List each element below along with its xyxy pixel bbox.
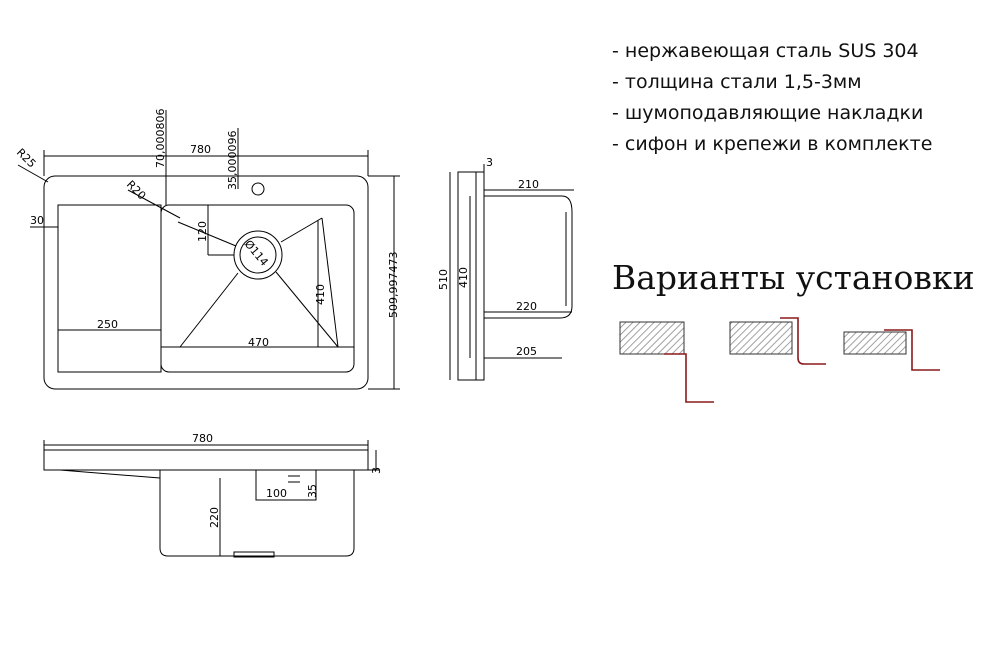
install-variant-flush [729, 317, 826, 365]
bowl-fold-tl [177, 221, 237, 247]
faucet-hole [251, 182, 265, 196]
drain-flange [233, 551, 275, 558]
bowl-fold-br [275, 271, 339, 348]
dim-front-depth: 220 [208, 507, 221, 528]
dim-overflow-width: 100 [266, 487, 287, 500]
dim-top-height: 509,997473 [387, 252, 400, 318]
dim-side-bowl-height: 410 [457, 267, 470, 288]
sink-mount-line [780, 317, 826, 365]
dim-wing-width: 250 [97, 318, 118, 331]
dim-side-height: 510 [437, 269, 450, 290]
bowl-fold-bl [179, 272, 239, 348]
front-view-labels: 780 3 220 100 35 [192, 432, 383, 528]
overflow-box [255, 469, 317, 501]
spec-item-siphon: - сифон и крепежи в комплекте [612, 133, 933, 155]
dim-side-top-depth: 210 [518, 178, 539, 191]
dim-bowl-width: 470 [248, 336, 269, 349]
countertop-section [619, 321, 685, 355]
dim-overflow-height: 35 [306, 484, 319, 498]
spec-item-noise-pads: - шумоподавляющие накладки [612, 102, 924, 124]
sink-outline [43, 175, 369, 390]
sink-mount-line [884, 329, 940, 371]
dim-drain-diameter: Ø114 [242, 238, 271, 269]
dim-drain-offset: 120 [196, 221, 209, 242]
drain-wing [57, 204, 162, 373]
side-bowl-profile [484, 195, 573, 319]
side-view-labels: 3 210 510 410 220 205 [437, 156, 539, 358]
countertop-section [729, 321, 793, 355]
spec-item-steel: - нержавеющая сталь SUS 304 [612, 40, 919, 62]
dim-side-bottom-depth: 205 [516, 345, 537, 358]
install-variant-undermount [619, 321, 714, 403]
dim-side-mid-depth: 220 [516, 300, 537, 313]
front-bowl-profile [159, 470, 355, 557]
dim-rim: 30 [30, 214, 44, 227]
dim-right-offset: 35,000096 [226, 131, 239, 191]
drain-inner-ring [239, 236, 277, 274]
front-view [43, 440, 380, 558]
top-view [17, 110, 400, 390]
countertop-section [843, 331, 907, 355]
bowl-fold-right [321, 217, 339, 348]
sink-mount-line [664, 353, 714, 403]
dim-corner-radius: R25 [14, 146, 38, 170]
install-variant-overmount [843, 329, 940, 371]
dim-left-offset: 70,000806 [154, 109, 167, 169]
spec-item-thickness: - толщина стали 1,5-3мм [612, 71, 862, 93]
dim-top-width: 780 [190, 143, 211, 156]
side-view [449, 164, 574, 381]
side-rim-plate [457, 171, 485, 381]
bowl-outline [160, 204, 355, 373]
spec-list: - нержавеющая сталь SUS 304 - толщина ст… [612, 36, 932, 160]
front-wing-slope [59, 469, 161, 479]
bowl-fold-tr [280, 217, 323, 243]
installation-variants-title: Варианты установки [612, 258, 975, 297]
front-top-plate [43, 449, 369, 471]
dim-side-rim: 3 [486, 156, 493, 169]
dim-front-width: 780 [192, 432, 213, 445]
dim-bowl-height: 410 [314, 284, 327, 305]
dim-front-rim: 3 [370, 467, 383, 474]
